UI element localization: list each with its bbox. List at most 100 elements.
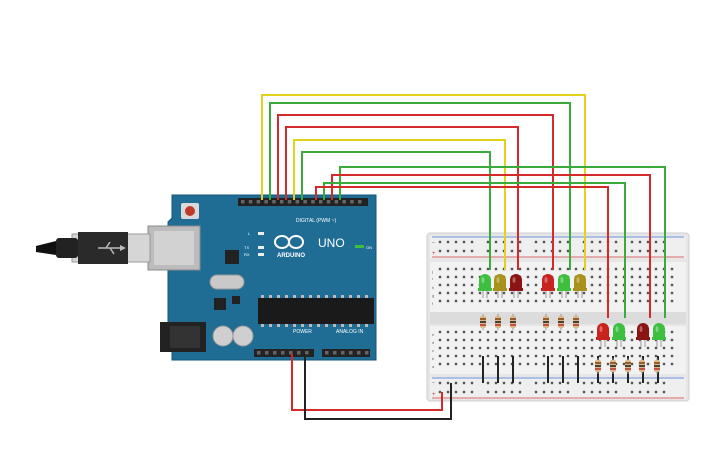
jumper-wire[interactable] [323, 182, 626, 318]
breadboard-hole [494, 267, 498, 271]
rail-hole [566, 240, 570, 244]
jumper-wires[interactable] [261, 94, 666, 420]
breadboard-hole [494, 291, 498, 295]
resistor-band [510, 318, 516, 320]
breadboard-hole [638, 299, 642, 303]
rail-hole [598, 249, 602, 253]
breadboard-hole [574, 362, 578, 366]
breadboard-hole [486, 299, 490, 303]
rail-hole [462, 390, 466, 394]
rail-hole [462, 240, 466, 244]
rail-hole [542, 240, 546, 244]
breadboard-hole [446, 330, 450, 334]
breadboard-hole [478, 291, 482, 295]
breadboard-hole [438, 338, 442, 342]
rail-hole [438, 249, 442, 253]
breadboard-hole [542, 267, 546, 271]
chip-pin [325, 324, 328, 327]
rail-hole [550, 390, 554, 394]
chip-pin [317, 324, 320, 327]
jumper-wire[interactable] [277, 114, 554, 270]
breadboard-hole [462, 354, 466, 358]
chip-pin [349, 324, 352, 327]
breadboard-hole [670, 362, 674, 366]
rail-hole [590, 249, 594, 253]
rail-hole [446, 390, 450, 394]
breadboard-hole [494, 330, 498, 334]
breadboard-hole [510, 338, 514, 342]
rail-hole [614, 390, 618, 394]
resistor-band [543, 318, 549, 320]
breadboard-hole [670, 291, 674, 295]
breadboard-hole [542, 346, 546, 350]
breadboard-hole [558, 291, 562, 295]
resistor [573, 314, 579, 330]
jumper-wire[interactable] [301, 151, 491, 270]
breadboard-hole [550, 330, 554, 334]
resistor-band [595, 365, 601, 367]
breadboard-hole [470, 283, 474, 287]
row-label-b: b [432, 356, 435, 361]
breadboard-hole [622, 354, 626, 358]
breadboard-hole [478, 338, 482, 342]
resistor [654, 358, 660, 374]
jumper-wire[interactable] [291, 354, 443, 411]
arduino-uno-board[interactable]: DIGITAL (PWM ~) POWER ANALOG IN ARDUINO … [147, 194, 377, 361]
breadboard-hole [646, 362, 650, 366]
chip-pin [269, 295, 272, 298]
analog-pin [333, 351, 337, 355]
rail-hole [518, 240, 522, 244]
breadboard-hole [486, 362, 490, 366]
rail-hole [662, 381, 666, 385]
breadboard-hole [510, 291, 514, 295]
resistor [625, 358, 631, 374]
resistor-band [558, 318, 564, 320]
breadboard-hole [446, 338, 450, 342]
breadboard-hole [534, 338, 538, 342]
breadboard-hole [558, 354, 562, 358]
rail-hole [486, 240, 490, 244]
resistor-band [610, 365, 616, 367]
jumper-wire[interactable] [304, 354, 452, 420]
chip-pin [357, 324, 360, 327]
resistor [495, 314, 501, 330]
resistor-band [654, 365, 660, 367]
breadboard-hole [526, 283, 530, 287]
breadboard-hole [598, 346, 602, 350]
breadboard-hole [590, 291, 594, 295]
breadboard-hole [454, 291, 458, 295]
rail-minus-bottom: − [432, 380, 435, 386]
breadboard-hole [462, 299, 466, 303]
jumper-wire[interactable] [315, 186, 609, 318]
breadboard-hole [630, 267, 634, 271]
breadboard-hole [438, 283, 442, 287]
digital-pin [350, 200, 354, 204]
rail-hole [646, 381, 650, 385]
breadboard-hole [502, 346, 506, 350]
breadboard-hole [518, 299, 522, 303]
breadboard-hole [614, 354, 618, 358]
rail-hole [638, 240, 642, 244]
resistor-band [495, 321, 501, 323]
breadboard-hole [670, 275, 674, 279]
resistor-band [639, 368, 645, 370]
breadboard-hole [590, 338, 594, 342]
jumper-wire[interactable] [293, 139, 506, 270]
breadboard-hole [654, 275, 658, 279]
jumper-wire[interactable] [285, 126, 519, 270]
breadboard-hole [446, 354, 450, 358]
breadboard-hole [534, 362, 538, 366]
rail-hole [454, 249, 458, 253]
resistor-band [543, 321, 549, 323]
rail-hole [446, 240, 450, 244]
breadboard-hole [454, 330, 458, 334]
resistor [543, 314, 549, 330]
power-pin [257, 351, 261, 355]
breadboard-hole [558, 338, 562, 342]
rail-hole [630, 240, 634, 244]
breadboard-hole [486, 354, 490, 358]
usb-cable[interactable] [36, 232, 151, 264]
breadboard-hole [494, 338, 498, 342]
rail-hole [518, 381, 522, 385]
breadboard-hole [654, 291, 658, 295]
